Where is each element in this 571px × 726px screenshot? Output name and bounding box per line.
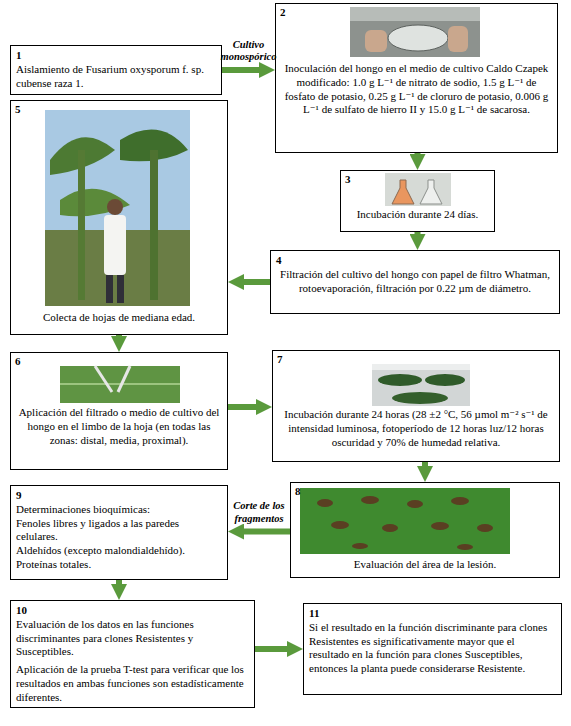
flow-arrow <box>238 279 270 285</box>
step-text: Proteínas totales. <box>16 558 222 572</box>
step-number: 8 <box>295 485 301 499</box>
process-box: 11Si el resultado en la función discrimi… <box>303 603 562 695</box>
lesion-photo <box>300 488 510 554</box>
step-number: 3 <box>345 173 351 187</box>
process-box: 4Filtración del cultivo del hongo con pa… <box>270 250 560 314</box>
lab-photo <box>350 7 480 57</box>
step-text: Determinaciones bioquímicas: <box>16 503 222 517</box>
step-text: Aplicación de la prueba T-test para veri… <box>16 663 249 704</box>
flow-arrow <box>116 335 122 342</box>
step-text: Incubación durante 24 días. <box>346 208 489 222</box>
process-box: 2Inoculación del hongo en el medio de cu… <box>275 3 558 153</box>
flow-arrow <box>255 646 293 652</box>
process-box: 5Colecta de hojas de mediana edad. <box>10 100 228 335</box>
step-text: Fenoles libres y ligados a las paredes c… <box>16 517 222 545</box>
flow-arrow <box>422 462 428 472</box>
step-number: 2 <box>280 6 286 20</box>
flow-arrow <box>116 580 122 590</box>
inoculation-photo <box>60 366 180 403</box>
flow-arrow <box>222 67 265 73</box>
step-text: Aldehídos (excepto malondialdehído). <box>16 544 222 558</box>
step-text: Si el resultado en la función discrimina… <box>309 621 556 676</box>
step-text: Filtración del cultivo del hongo con pap… <box>276 268 554 296</box>
process-box: 9Determinaciones bioquímicas:Fenoles lib… <box>10 485 228 580</box>
step-text: Inoculación del hongo en el medio de cul… <box>281 62 552 117</box>
flask-photo <box>385 173 451 206</box>
edge-label: Corte de los fragmentos <box>226 500 292 525</box>
chamber-photo <box>372 364 470 406</box>
step-number: 11 <box>309 607 556 621</box>
flow-arrow <box>415 232 421 240</box>
step-number: 9 <box>16 489 222 503</box>
process-box: 7Incubación durante 24 horas (28 ±2 °C, … <box>272 350 560 462</box>
step-number: 7 <box>277 353 283 367</box>
step-text: Evaluación del área de la lesión. <box>296 558 554 572</box>
step-text: Colecta de hojas de mediana edad. <box>16 311 222 325</box>
flow-arrow <box>415 153 421 160</box>
step-text: Incubación durante 24 horas (28 ±2 °C, 5… <box>278 408 554 449</box>
flow-arrow <box>238 529 290 535</box>
process-box: 6Aplicación del filtrado o medio de cult… <box>10 352 228 470</box>
flow-arrow <box>228 404 262 410</box>
process-box: 3Incubación durante 24 días. <box>340 170 495 232</box>
edge-label: Cultivo monospórico <box>216 39 282 64</box>
step-text: Aislamiento de Fusarium oxysporum f. sp.… <box>16 63 216 91</box>
step-number: 5 <box>15 103 21 117</box>
step-text: Evaluación de los datos en las funciones… <box>16 618 249 659</box>
process-box: 8Evaluación del área de la lesión. <box>290 482 560 578</box>
process-box: 10Evaluación de los datos en las funcion… <box>10 600 255 708</box>
step-number: 10 <box>16 604 249 618</box>
step-number: 6 <box>15 355 21 369</box>
process-box: 1Aislamiento de Fusarium oxysporum f. sp… <box>10 45 222 95</box>
step-text: Aplicación del filtrado o medio de culti… <box>16 406 222 447</box>
field-photo <box>45 110 190 306</box>
step-number: 4 <box>276 254 554 268</box>
step-number: 1 <box>16 49 216 63</box>
